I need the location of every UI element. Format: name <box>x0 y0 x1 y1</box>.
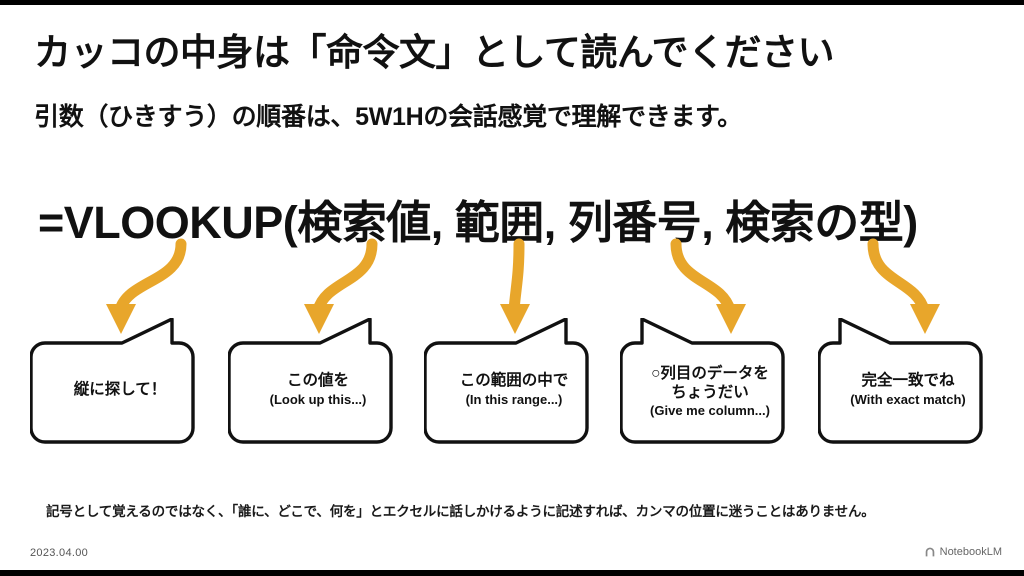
bubble-3-jp: この範囲の中で <box>459 372 569 390</box>
slide-title: カッコの中身は「命令文」として読んでください <box>34 32 835 73</box>
bubble-3-en: (In this range...) <box>465 392 563 408</box>
notebooklm-icon <box>924 546 936 558</box>
arrow-5-head <box>910 304 940 334</box>
arrow-2-head <box>304 304 334 334</box>
bubble-5-en: (With exact match) <box>850 392 966 408</box>
slide-subtitle: 引数（ひきすう）の順番は、5W1Hの会話感覚で理解できます。 <box>34 103 742 131</box>
arrow-2-path <box>312 238 378 316</box>
arrow-5-path <box>867 238 930 316</box>
letterbox-top-bar <box>0 0 1024 5</box>
slide-date: 2023.04.00 <box>30 547 89 559</box>
arrow-1-path <box>114 238 187 316</box>
arrow-4-head <box>716 304 746 334</box>
bubble-2-jp: この値を <box>286 372 349 390</box>
footer-caption: 記号として覚えるのではなく、「誰に、どこで、何を」とエクセルに話しかけるように記… <box>46 504 875 519</box>
arrow-3-head <box>500 304 530 334</box>
bubble-row: 縦に探して！ この値を (Look up this...) この範囲の中で (I… <box>0 318 1024 444</box>
bubble-5-jp: 完全一致でね <box>861 372 955 390</box>
letterbox-bottom-bar <box>0 570 1024 576</box>
arrow-3-path <box>508 238 525 316</box>
arrows-svg <box>106 238 940 334</box>
vlookup-formula: =VLOOKUP(検索値, 範囲, 列番号, 検索の型) <box>38 197 918 248</box>
bubble-2-en: (Look up this...) <box>269 392 367 408</box>
bubble-4-en: (Give me column...) <box>650 403 770 419</box>
notebooklm-glyph <box>925 547 934 557</box>
bubble-exact-match: 完全一致でね (With exact match) <box>818 318 998 444</box>
arrow-4-path <box>670 238 736 316</box>
brand-label: NotebookLM <box>939 546 1002 558</box>
bubble-shape-1 <box>30 318 195 444</box>
bubble-shape-2 <box>228 318 393 444</box>
bubble-search-vertically: 縦に探して！ <box>30 318 210 444</box>
bubble-shape-5 <box>818 318 983 444</box>
bubble-look-up-this: この値を (Look up this...) <box>228 318 408 444</box>
arrow-1-head <box>106 304 136 334</box>
brand-watermark: NotebookLM <box>924 546 1002 558</box>
bubble-4-jp2: ちょうだい <box>671 383 749 401</box>
bubble-1-jp: 縦に探して！ <box>73 380 167 398</box>
bubble-shape-4 <box>620 318 785 444</box>
bubble-4-jp: ○列目のデータを <box>651 364 769 382</box>
bubble-give-me-column: ○列目のデータを ちょうだい (Give me column...) <box>620 318 800 444</box>
bubble-in-this-range: この範囲の中で (In this range...) <box>424 318 604 444</box>
bubble-shape-3 <box>424 318 589 444</box>
arrow-layer <box>0 236 1024 346</box>
